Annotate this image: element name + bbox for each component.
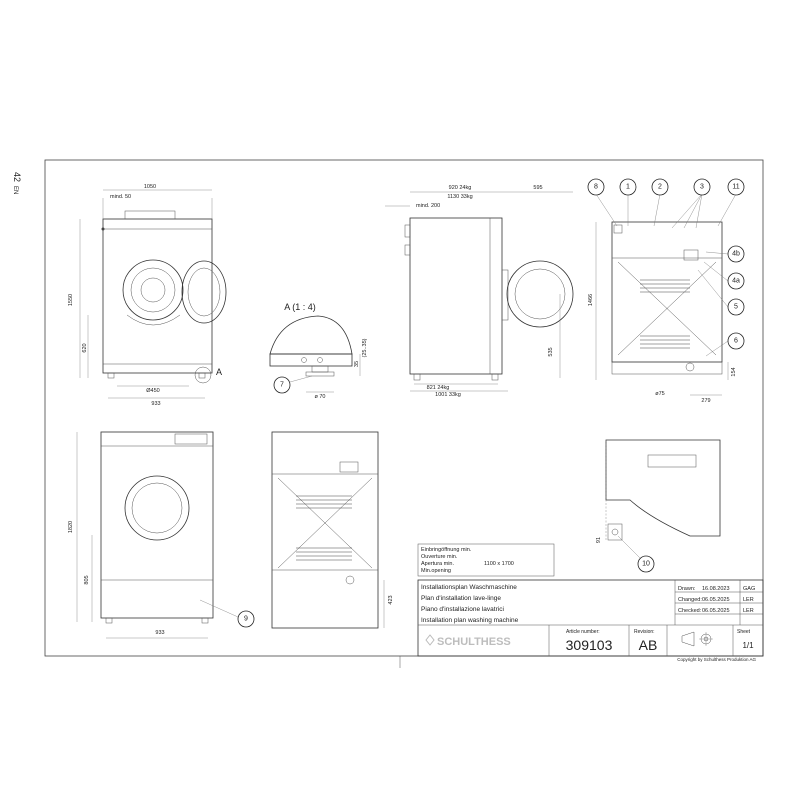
callout-6: 6	[727, 332, 745, 350]
drawn-by: GAG	[743, 586, 755, 592]
dim-min-200: mind. 200	[416, 203, 440, 209]
svg-text:3: 3	[700, 184, 704, 191]
svg-text:SCHULTHESS: SCHULTHESS	[437, 636, 511, 648]
callout-10: 10	[637, 555, 655, 573]
opening-de: Einbringöffnung min.	[421, 547, 472, 553]
rear-view: 1466 154 ø75 279	[588, 221, 737, 404]
svg-text:5: 5	[734, 304, 738, 311]
dim-side-595: 595	[533, 185, 542, 191]
checked-date: 06.05.2025	[702, 608, 730, 614]
page-number-mark: 42	[12, 172, 22, 182]
dim-front2-805: 805	[84, 575, 90, 584]
callout-11: 11	[727, 178, 745, 196]
plan-title-it: Piano d'installazione lavatrici	[421, 606, 504, 613]
dim-min-50: mind. 50	[110, 194, 131, 200]
side-view: 920 24kg 1130 33kg 595 mind. 200 535 821…	[385, 185, 574, 398]
dim-side-821: 821 24kg	[427, 385, 450, 391]
language-mark: EN	[12, 186, 18, 194]
drawn-date: 16.08.2023	[702, 586, 730, 592]
svg-text:8: 8	[594, 184, 598, 191]
callout-9: 9	[237, 610, 255, 628]
svg-text:7: 7	[280, 382, 284, 389]
dim-width-933: 933	[151, 401, 160, 407]
dim-detail-range: (25..35)	[362, 338, 368, 357]
front-view: 1050 mind. 50 1550 620 Ø450 933 A	[68, 184, 227, 407]
svg-text:4b: 4b	[732, 251, 740, 258]
copyright-text: Copyright by Schulthess Produktion AG	[677, 657, 756, 662]
dim-side-920: 920 24kg	[449, 185, 472, 191]
dim-detail-35: 35	[354, 361, 360, 367]
dim-rear-1466: 1466	[588, 294, 594, 306]
dim-side-1001: 1001 33kg	[435, 392, 461, 398]
changed-by: LER	[743, 597, 754, 603]
callout-1: 1	[619, 178, 637, 196]
dim-detail-70: ø 70	[314, 394, 325, 400]
svg-text:2: 2	[658, 184, 662, 191]
dim-rear-e75: ø75	[655, 391, 664, 397]
rear-view-lower: 423	[271, 431, 394, 629]
dim-height-620: 620	[82, 343, 88, 352]
dim-front2-933: 933	[155, 630, 164, 636]
article-number: 309103	[566, 637, 613, 653]
detail-a-title: A (1 : 4)	[284, 302, 316, 312]
dim-side-1130: 1130 33kg	[447, 194, 472, 200]
svg-text:1: 1	[626, 184, 630, 191]
svg-text:10: 10	[642, 561, 650, 568]
detail-a-view: A (1 : 4) 35 (25..35) ø 70	[269, 302, 368, 400]
top-view: 91	[596, 439, 721, 543]
svg-text:6: 6	[734, 338, 738, 345]
dim-rear2-423: 423	[388, 595, 394, 604]
callout-2: 2	[651, 178, 669, 196]
min-opening-box: Einbringöffnung min. Ouverture min. Aper…	[417, 543, 555, 577]
title-block: Installationsplan Waschmaschine Plan d'i…	[417, 579, 764, 657]
changed-label: Changed:	[678, 597, 702, 603]
plan-title-en: Installation plan washing machine	[421, 617, 519, 624]
plan-title-de: Installationsplan Waschmaschine	[421, 584, 517, 591]
front-view-lower: 1820 805 933	[68, 431, 214, 639]
checked-by: LER	[743, 608, 754, 614]
callout-5: 5	[727, 298, 745, 316]
revision-value: AB	[639, 637, 658, 653]
opening-en: Min.opening	[421, 568, 451, 574]
opening-size: 1100 x 1700	[484, 561, 514, 567]
dim-front2-1820: 1820	[68, 521, 74, 533]
article-label: Article number:	[566, 629, 600, 635]
schulthess-logo: SCHULTHESS	[425, 634, 511, 648]
opening-fr: Ouverture min.	[421, 554, 458, 560]
sheet-value: 1/1	[742, 641, 754, 650]
changed-date: 06.05.2025	[702, 597, 730, 603]
callout-4b: 4b	[727, 245, 745, 263]
sheet-label: Sheet	[737, 629, 751, 635]
callout-4a: 4a	[727, 272, 745, 290]
drawn-label: Drawn:	[678, 586, 696, 592]
dim-height-1550: 1550	[68, 294, 74, 306]
svg-text:4a: 4a	[732, 278, 740, 285]
svg-text:11: 11	[732, 184, 739, 191]
checked-label: Checked:	[678, 608, 702, 614]
plan-title-fr: Plan d'installation lave-linge	[421, 595, 501, 602]
drawing-frame	[44, 159, 764, 657]
svg-text:42: 42	[12, 172, 22, 182]
dim-rear-154: 154	[731, 367, 737, 376]
opening-it: Apertura min.	[421, 561, 454, 567]
svg-text:EN: EN	[12, 186, 18, 194]
detail-marker-a: A	[216, 367, 222, 377]
callout-7: 7	[273, 376, 291, 394]
dim-top-91: 91	[596, 537, 602, 543]
projection-symbol-icon	[681, 631, 713, 647]
revision-label: Revision:	[634, 629, 655, 635]
dim-diam-450: Ø450	[146, 388, 159, 394]
callout-3: 3	[693, 178, 711, 196]
callout-8: 8	[587, 178, 605, 196]
dim-rear-279: 279	[701, 398, 710, 404]
svg-text:9: 9	[244, 616, 248, 623]
dim-front-width: 1050	[144, 184, 156, 190]
dim-side-535: 535	[548, 347, 554, 356]
